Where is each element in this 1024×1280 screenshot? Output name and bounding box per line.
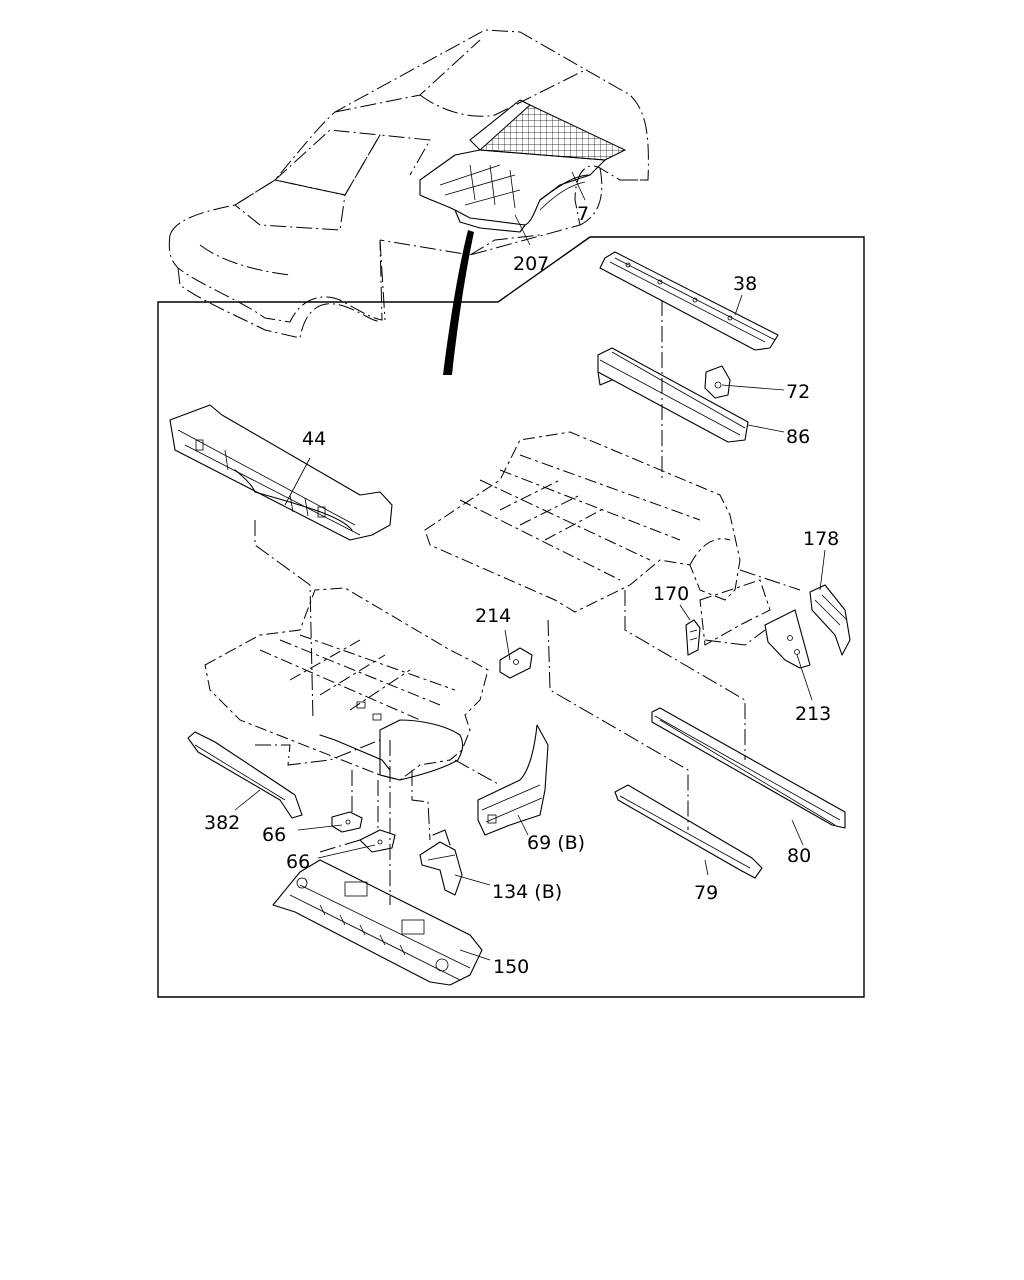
part-170-bracket <box>685 619 701 656</box>
callout-213: 213 <box>795 703 831 725</box>
part-382-member <box>187 731 303 819</box>
callout-170: 170 <box>653 583 689 605</box>
part-150-floor-pan-lower <box>272 859 483 986</box>
callout-72: 72 <box>786 381 810 403</box>
vehicle-body-outline <box>168 29 649 339</box>
callout-66-lower: 66 <box>286 851 310 873</box>
part-178-bracket <box>809 584 851 656</box>
callout-38: 38 <box>733 273 757 295</box>
rear-floor-pan <box>424 431 741 613</box>
part-86-rear-crossmember-lower <box>597 347 749 443</box>
callout-134b: 134 (B) <box>492 881 562 903</box>
part-213-wheelhouse-panel <box>699 579 811 669</box>
rear-floor-in-vehicle <box>419 99 627 233</box>
part-80-side-member <box>651 707 846 829</box>
part-79-side-member <box>614 784 763 879</box>
exploded-view-frame <box>157 236 865 998</box>
part-66-bracket-lower <box>359 829 396 853</box>
front-floor-pan <box>204 587 489 781</box>
callout-labels: 7 207 38 72 86 44 178 170 214 213 382 66… <box>204 203 839 978</box>
assembly-alignment-lines <box>254 300 801 905</box>
callout-79: 79 <box>694 882 718 904</box>
part-44-floor-crossmember <box>169 404 393 541</box>
callout-80: 80 <box>787 845 811 867</box>
callout-150: 150 <box>493 956 529 978</box>
callout-382: 382 <box>204 812 240 834</box>
part-69b-wheelhouse-inner <box>477 724 549 836</box>
part-134b-bracket <box>419 829 463 896</box>
callout-66-upper: 66 <box>262 824 286 846</box>
part-66-bracket-upper <box>331 811 363 833</box>
leader-lines <box>234 171 826 961</box>
part-72-bracket <box>704 365 731 399</box>
callout-44: 44 <box>302 428 326 450</box>
callout-207: 207 <box>513 253 549 275</box>
callout-214: 214 <box>475 605 511 627</box>
callout-86: 86 <box>786 426 810 448</box>
callout-7: 7 <box>577 203 589 225</box>
part-214-bracket <box>499 647 533 679</box>
callout-178: 178 <box>803 528 839 550</box>
part-38-rear-crossmember-upper <box>599 251 779 351</box>
callout-69b: 69 (B) <box>527 832 585 854</box>
